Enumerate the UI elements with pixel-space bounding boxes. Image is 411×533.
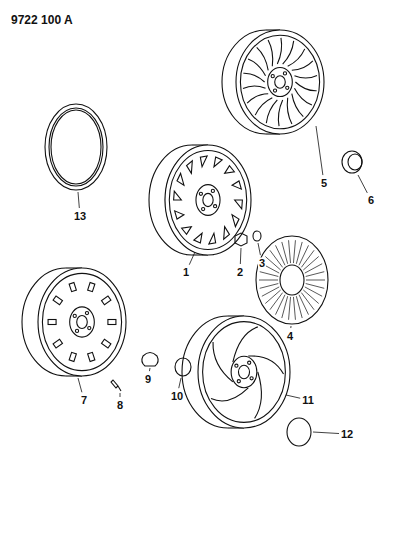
nut-cap [253, 231, 261, 241]
callout-number: 11 [301, 395, 315, 406]
leader-line [290, 326, 291, 328]
callout-number: 2 [236, 267, 244, 278]
callout-number: 3 [258, 258, 266, 269]
wheel [149, 145, 251, 255]
wheel [22, 268, 126, 376]
wheel [182, 316, 290, 428]
center-cap [342, 151, 362, 173]
callout-number: 9 [144, 374, 152, 385]
callout-number: 5 [320, 178, 328, 189]
callout-number: 8 [116, 400, 124, 411]
valve-stem [111, 380, 121, 391]
callout-number: 7 [80, 395, 88, 406]
leader-line [316, 126, 323, 175]
trim-ring [45, 104, 107, 190]
callout-number: 12 [340, 429, 354, 440]
callout-number: 13 [73, 211, 87, 222]
leader-line [149, 368, 151, 371]
callout-number: 10 [170, 391, 184, 402]
leader-line [120, 393, 121, 397]
leader-line [78, 378, 82, 392]
leader-line [313, 432, 339, 434]
leader-line [258, 243, 260, 255]
leader-line [78, 192, 79, 208]
clip [142, 353, 158, 367]
leader-line [286, 395, 300, 398]
callout-number: 4 [286, 331, 294, 342]
diagram-number: 9722 100 A [10, 14, 74, 26]
leader-line [358, 175, 367, 193]
center-cap [175, 358, 191, 376]
leader-line [189, 252, 195, 265]
center-cap [287, 418, 311, 446]
callout-number: 1 [182, 267, 190, 278]
wheel [222, 30, 324, 134]
wheel-cover [256, 236, 328, 324]
leader-line [240, 248, 242, 264]
lug-nut [235, 233, 247, 246]
leader-line [179, 378, 181, 388]
callout-number: 6 [367, 195, 375, 206]
